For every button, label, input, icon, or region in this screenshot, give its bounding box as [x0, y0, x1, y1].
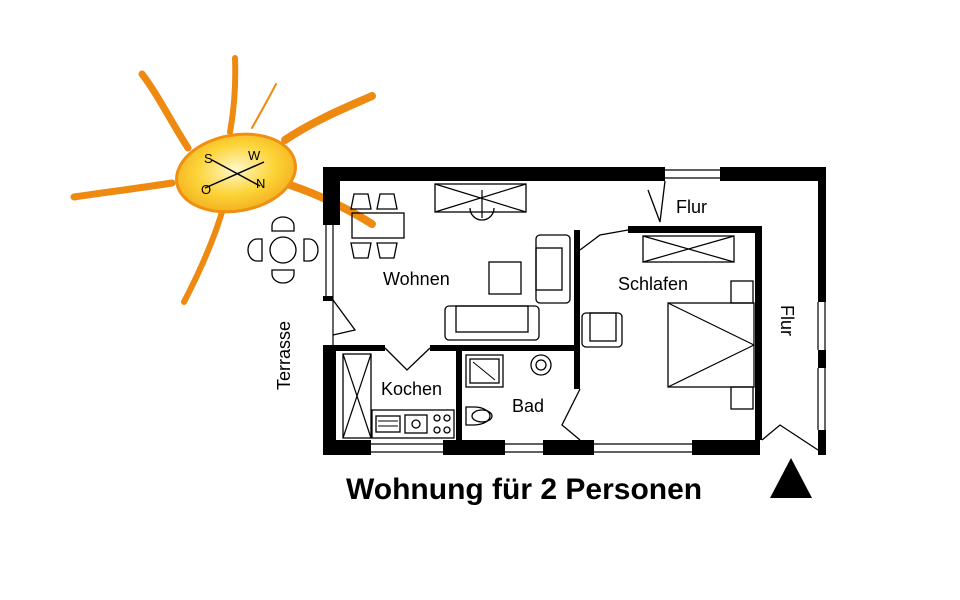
label-wohnen: Wohnen [383, 269, 450, 289]
kitchen-fixtures [342, 353, 455, 439]
compass-o: O [201, 182, 211, 197]
label-flur-side: Flur [777, 305, 797, 336]
label-terrasse: Terrasse [274, 321, 294, 390]
plan-title: Wohnung für 2 Personen [346, 473, 702, 506]
label-kochen: Kochen [381, 379, 442, 399]
compass-w: W [248, 148, 261, 163]
label-bad: Bad [512, 396, 544, 416]
doors [332, 180, 819, 451]
bedroom-furniture [581, 235, 755, 410]
label-flur-top: Flur [676, 197, 707, 217]
living-furniture [350, 183, 571, 341]
walls [323, 167, 826, 455]
terrace-table-set [247, 216, 319, 284]
bathroom-fixtures [465, 354, 552, 426]
north-arrow-icon [770, 458, 812, 498]
sun-compass: S W O N [70, 55, 376, 305]
compass-needle-so [204, 161, 265, 189]
label-schlafen: Schlafen [618, 274, 688, 294]
compass-n: N [256, 176, 265, 191]
compass-s: S [204, 151, 213, 166]
compass-needle-wn [211, 159, 261, 187]
sun-rays [70, 55, 376, 305]
